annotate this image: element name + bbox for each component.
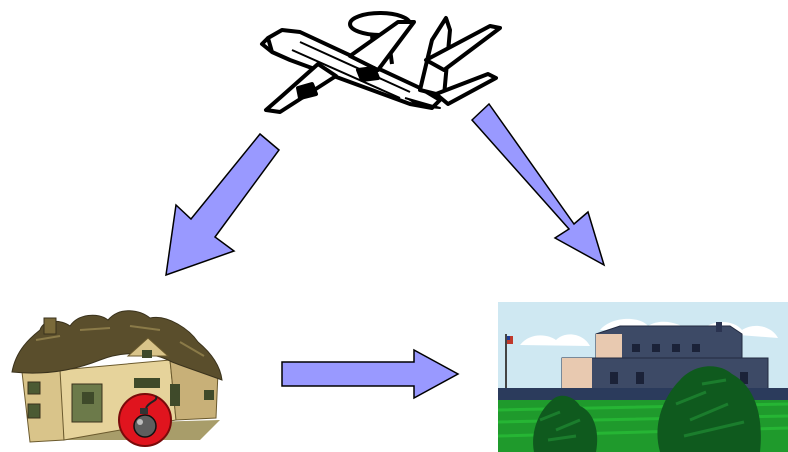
arrow-house-to-building: [281, 348, 460, 400]
awacs-aircraft-icon: [260, 11, 502, 114]
arrow-aircraft-to-building: [470, 102, 606, 267]
house-with-bomb-icon: [11, 310, 223, 447]
government-building-icon: [497, 302, 788, 452]
arrow-aircraft-to-house: [165, 132, 281, 277]
